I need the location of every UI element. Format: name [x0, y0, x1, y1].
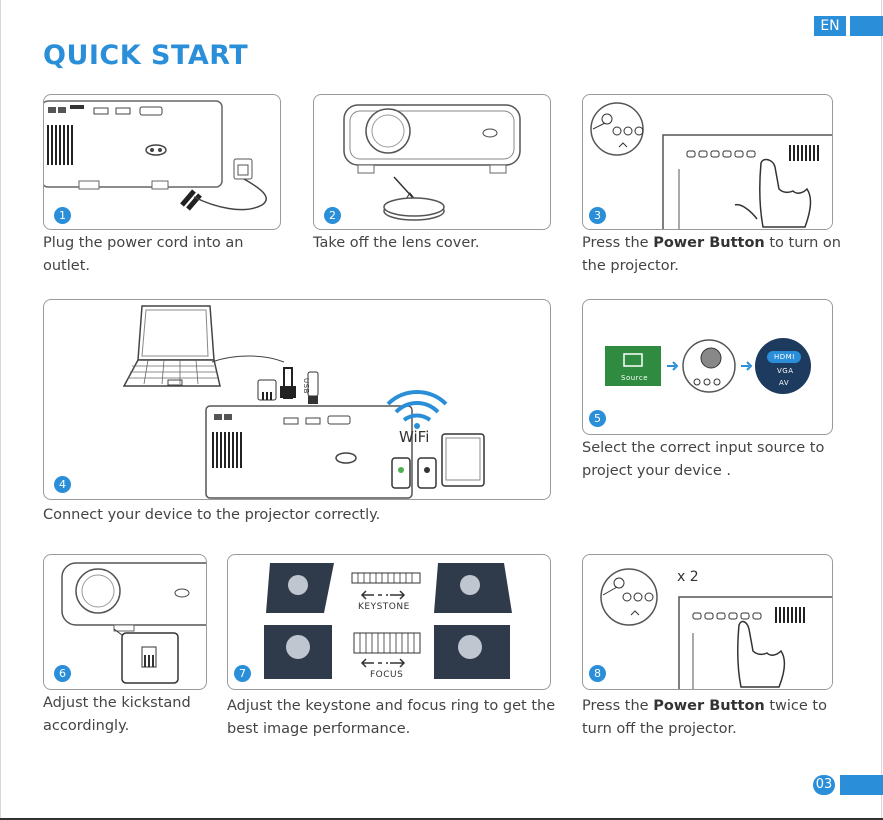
step-5-panel: Source HDMI VGA AV 5 — [582, 299, 833, 435]
source-label: Source — [621, 374, 649, 382]
step-2-panel: 2 — [313, 94, 551, 230]
step-4-number: 4 — [54, 476, 71, 493]
input-source-illustration — [605, 338, 811, 394]
step-6-panel: 6 — [43, 554, 207, 690]
step-8-panel: x 2 8 — [582, 554, 833, 690]
step-1-panel: 1 — [43, 94, 281, 230]
focus-label: FOCUS — [370, 670, 404, 680]
step-3-caption: Press the Power Button to turn on the pr… — [582, 232, 842, 278]
power-off-illustration — [600, 568, 832, 689]
step-3-panel: 3 — [582, 94, 833, 230]
step-7-number: 7 — [234, 665, 251, 682]
lens-cover-illustration — [343, 104, 521, 221]
step-3-caption-post: to turn on the projector. — [582, 235, 841, 274]
menu-option-hdmi: HDMI — [774, 353, 795, 361]
step-1-number: 1 — [54, 207, 71, 224]
page-border-left — [0, 0, 1, 820]
menu-option-av: AV — [779, 379, 790, 387]
page-title: QUICK START — [43, 40, 249, 71]
kickstand-illustration — [61, 562, 206, 684]
step-8-caption-pre: Press the — [582, 698, 654, 714]
usb-label: USB — [302, 378, 310, 394]
step-3-caption-pre: Press the — [582, 235, 654, 251]
step-8-caption-post: twice to turn off the projector. — [582, 698, 827, 737]
step-2-caption: Take off the lens cover. — [313, 235, 480, 251]
step-5-number: 5 — [589, 410, 606, 427]
step-4-caption: Connect your device to the projector cor… — [43, 507, 381, 523]
language-badge: EN — [814, 16, 846, 36]
page-border-bottom — [0, 818, 883, 820]
step-2-number: 2 — [324, 207, 341, 224]
page-border-right — [881, 0, 882, 820]
step-3-number: 3 — [589, 207, 606, 224]
step-6-number: 6 — [54, 665, 71, 682]
step-1-caption: Plug the power cord into an outlet. — [43, 235, 244, 274]
step-7-panel: KEYSTONE FOCUS 7 — [227, 554, 551, 690]
connect-device-illustration — [122, 305, 485, 499]
power-button-illustration — [590, 102, 832, 229]
step-8-caption: Press the Power Button twice to turn off… — [582, 695, 842, 741]
wifi-label: WiFi — [399, 428, 430, 446]
language-bar — [850, 16, 883, 36]
page-number: 03 — [813, 775, 835, 795]
keystone-label: KEYSTONE — [358, 602, 410, 612]
page-number-bar — [840, 775, 883, 795]
step-7-caption: Adjust the keystone and focus ring to ge… — [227, 698, 556, 737]
step-5-caption: Select the correct input source to proje… — [582, 440, 825, 479]
power-cord-illustration — [44, 100, 267, 211]
step-6-caption: Adjust the kickstand accordingly. — [43, 695, 191, 734]
menu-option-vga: VGA — [777, 367, 794, 375]
press-count-label: x 2 — [677, 569, 699, 585]
step-3-power-button-label: Power Button — [653, 235, 765, 251]
step-4-panel: USB WiFi 4 — [43, 299, 551, 500]
keystone-focus-illustration — [264, 563, 512, 679]
step-8-number: 8 — [589, 665, 606, 682]
step-8-power-button-label: Power Button — [653, 698, 765, 714]
